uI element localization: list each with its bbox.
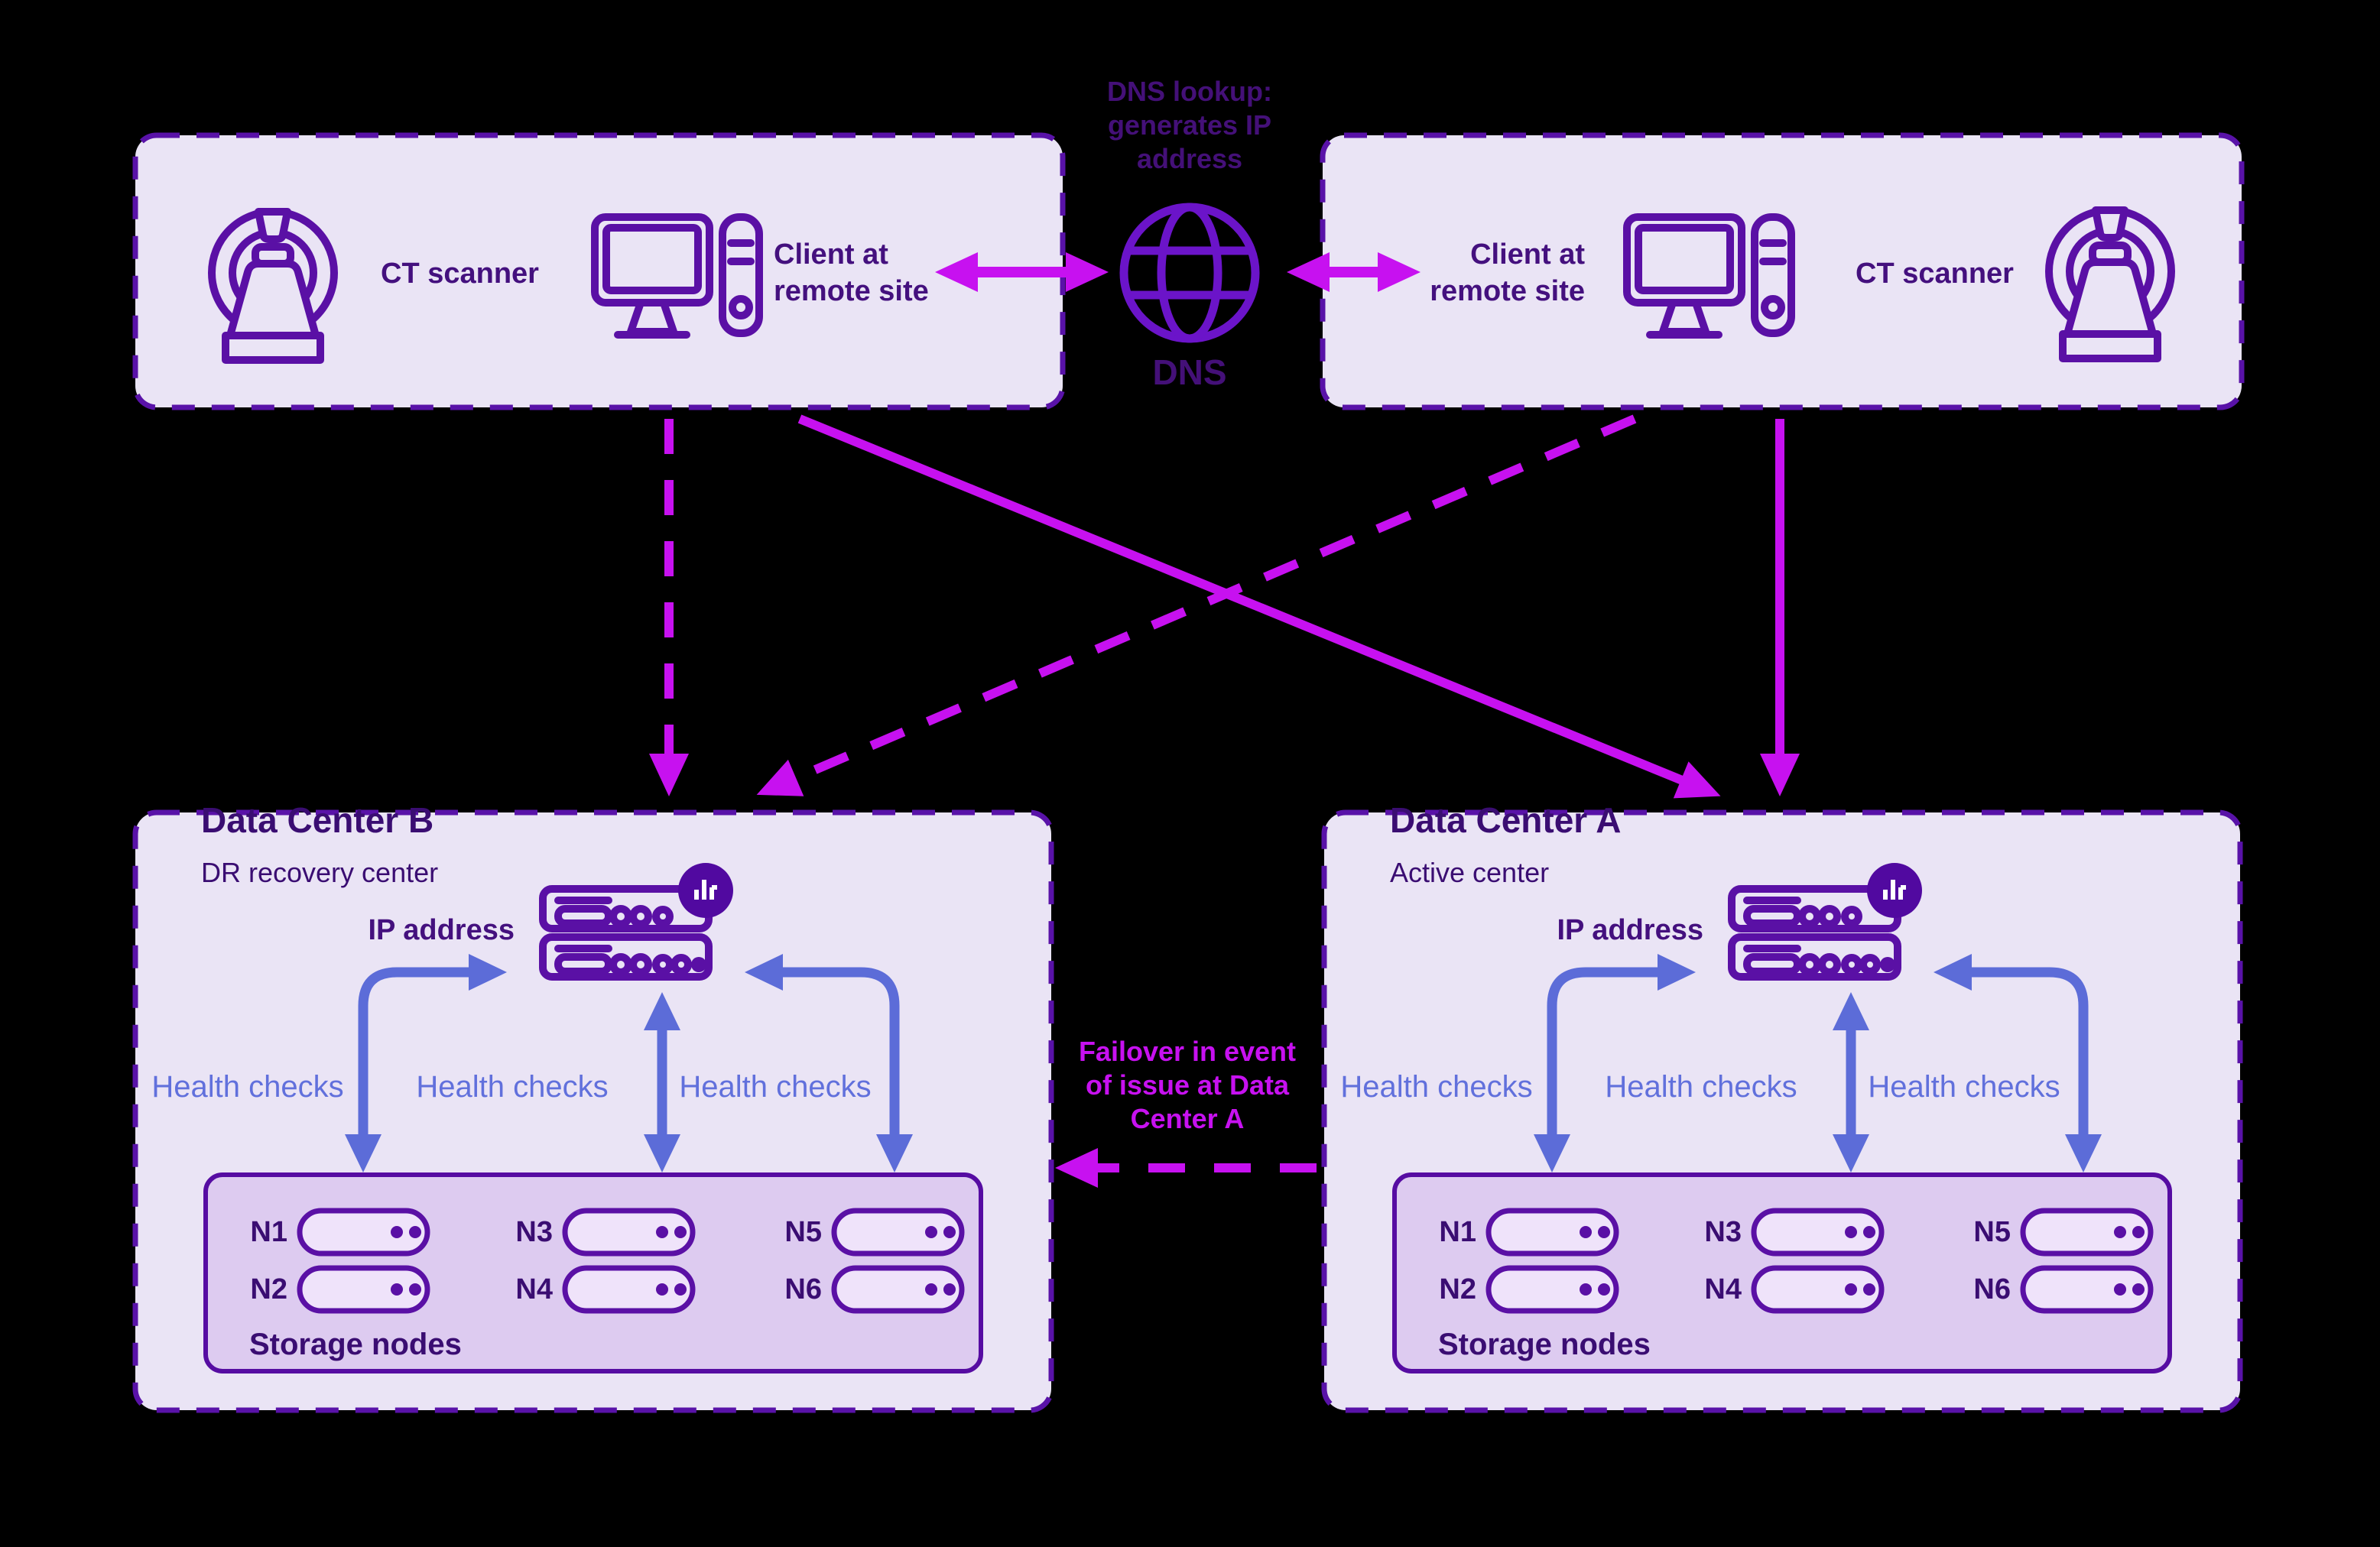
node-label: N6 bbox=[784, 1273, 822, 1305]
node-label: N3 bbox=[1704, 1216, 1742, 1248]
node-label: N6 bbox=[1973, 1273, 2011, 1305]
client-label: Client at remote site bbox=[1430, 238, 1585, 307]
ip-address-label: IP address bbox=[368, 914, 515, 946]
node-label: N3 bbox=[515, 1216, 553, 1248]
data-center-title: Data Center B bbox=[201, 800, 434, 840]
health-checks-label: Health checks bbox=[1605, 1070, 1797, 1104]
health-checks-label: Health checks bbox=[416, 1070, 609, 1104]
client-label: Client at remote site bbox=[774, 238, 929, 307]
node-label: N5 bbox=[784, 1216, 822, 1248]
health-checks-label: Health checks bbox=[151, 1070, 344, 1104]
storage-nodes-label: Storage nodes bbox=[1438, 1328, 1651, 1361]
node-label: N2 bbox=[1439, 1273, 1476, 1305]
node-label: N5 bbox=[1973, 1216, 2011, 1248]
dns-label: DNS bbox=[1152, 352, 1227, 392]
ct-scanner-label: CT scanner bbox=[381, 258, 539, 290]
node-label: N1 bbox=[1439, 1216, 1476, 1248]
data-center-role: DR recovery center bbox=[201, 857, 439, 888]
failover-note: Failover in event of issue at Data Cente… bbox=[1078, 1036, 1297, 1134]
node-label: N2 bbox=[250, 1273, 287, 1305]
ct-scanner-label: CT scanner bbox=[1856, 258, 2014, 290]
globe-icon bbox=[1119, 203, 1260, 343]
data-center-role: Active center bbox=[1390, 857, 1550, 888]
node-label: N4 bbox=[515, 1273, 553, 1305]
storage-nodes-label: Storage nodes bbox=[249, 1328, 462, 1361]
dashed-arrow-right-client-to-dc-b bbox=[756, 414, 1637, 796]
node-label: N4 bbox=[1704, 1273, 1742, 1305]
data-center-title: Data Center A bbox=[1390, 800, 1622, 840]
node-label: N1 bbox=[250, 1216, 287, 1248]
solid-arrow-left-client-to-dc-a bbox=[797, 414, 1721, 799]
health-checks-label: Health checks bbox=[679, 1070, 872, 1104]
health-checks-label: Health checks bbox=[1868, 1070, 2060, 1104]
health-checks-label: Health checks bbox=[1340, 1070, 1533, 1104]
site-box-left bbox=[132, 132, 1066, 410]
dns-lookup-note: DNS lookup: generates IP address bbox=[1107, 76, 1272, 174]
ip-address-label: IP address bbox=[1557, 914, 1703, 946]
